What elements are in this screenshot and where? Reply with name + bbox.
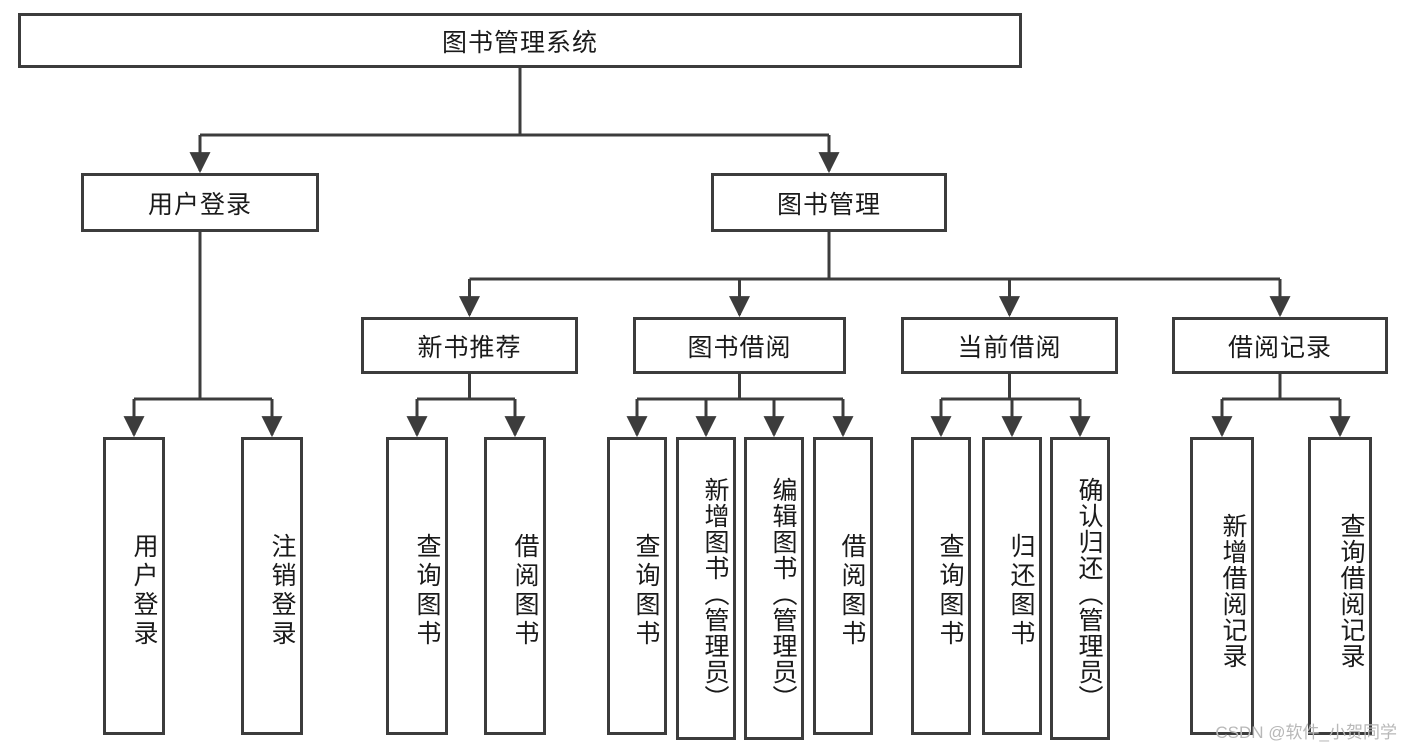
node-leaf-cur-return[interactable]: 归还图书 bbox=[982, 437, 1042, 735]
node-leaf-borrow-query[interactable]: 查询图书 bbox=[607, 437, 667, 735]
node-borrow-record[interactable]: 借阅记录 bbox=[1172, 317, 1388, 374]
node-leaf-borrow-edit[interactable]: 编辑图书（管理员） bbox=[744, 437, 804, 740]
node-leaf-borrow-add[interactable]: 新增图书（管理员） bbox=[676, 437, 736, 740]
node-leaf-borrow-lend[interactable]: 借阅图书 bbox=[813, 437, 873, 735]
node-leaf-user-login[interactable]: 用户登录 bbox=[103, 437, 165, 735]
node-user-login[interactable]: 用户登录 bbox=[81, 173, 319, 232]
node-leaf-rec-query2[interactable]: 查询借阅记录 bbox=[1308, 437, 1372, 735]
node-current-borrow[interactable]: 当前借阅 bbox=[901, 317, 1118, 374]
node-leaf-user-logout[interactable]: 注销登录 bbox=[241, 437, 303, 735]
node-leaf-cur-query[interactable]: 查询图书 bbox=[911, 437, 971, 735]
node-leaf-cur-confirm[interactable]: 确认归还（管理员） bbox=[1050, 437, 1110, 740]
node-leaf-rec-borrow[interactable]: 借阅图书 bbox=[484, 437, 546, 735]
node-book-borrow[interactable]: 图书借阅 bbox=[633, 317, 846, 374]
node-leaf-rec-query[interactable]: 查询图书 bbox=[386, 437, 448, 735]
node-book-mgmt[interactable]: 图书管理 bbox=[711, 173, 947, 232]
node-leaf-rec-add[interactable]: 新增借阅记录 bbox=[1190, 437, 1254, 735]
node-new-book-rec[interactable]: 新书推荐 bbox=[361, 317, 578, 374]
node-root[interactable]: 图书管理系统 bbox=[18, 13, 1022, 68]
